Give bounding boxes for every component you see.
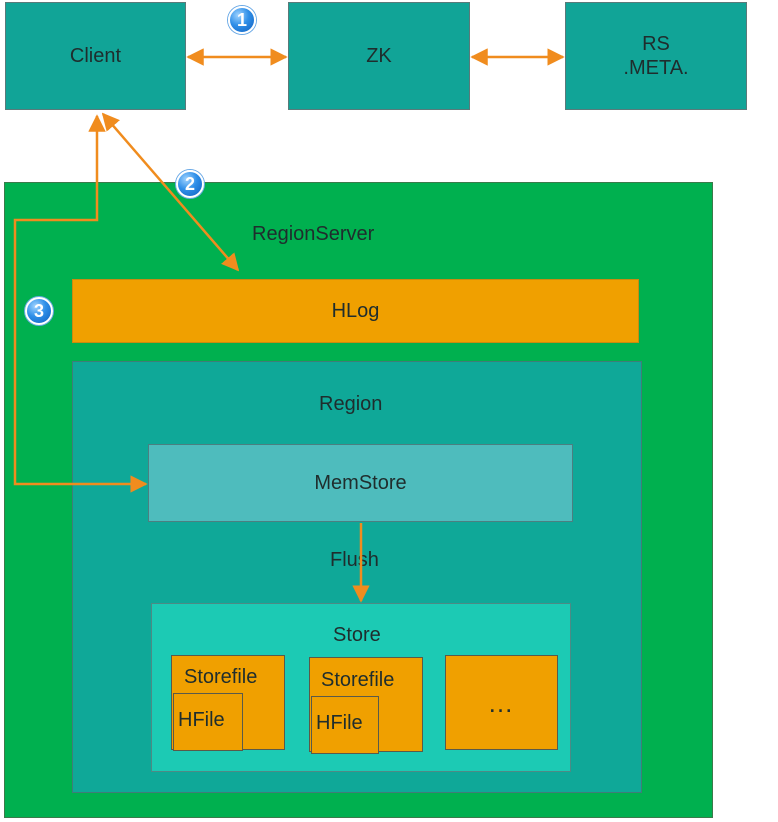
region-server-title: RegionServer [252, 223, 375, 245]
client-hlog-arrow [101, 112, 240, 272]
more-ellipsis: … [487, 687, 516, 718]
rs-meta-node: RS .META. [565, 2, 747, 110]
hfile-box: HFile [173, 693, 243, 751]
memstore-label: MemStore [314, 472, 407, 494]
client-label: Client [69, 45, 122, 67]
meta-label: .META. [623, 57, 689, 79]
hfile-box: HFile [311, 696, 379, 754]
hfile-label: HFile [316, 712, 363, 734]
rs-label: RS [642, 33, 670, 55]
region-title: Region [319, 393, 383, 415]
storefile-label: Storefile [184, 666, 258, 688]
hlog-box: HLog [72, 279, 639, 343]
memstore-box: MemStore [148, 444, 573, 522]
client-memstore-arrow [13, 114, 148, 493]
zk-label: ZK [366, 45, 392, 67]
more-storefiles-box: … [445, 655, 558, 750]
store-title: Store [333, 624, 381, 646]
hfile-label: HFile [178, 709, 225, 731]
step-3-badge: 3 [25, 297, 53, 325]
flush-label: Flush [330, 549, 379, 571]
storefile-label: Storefile [321, 669, 395, 691]
step-2-badge: 2 [176, 170, 204, 198]
zk-node: ZK [288, 2, 470, 110]
client-node: Client [5, 2, 186, 110]
hlog-label: HLog [331, 300, 380, 322]
step-1-badge: 1 [228, 6, 256, 34]
